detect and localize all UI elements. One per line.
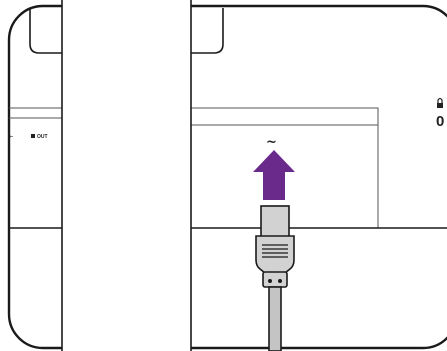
upward-arrow-icon	[253, 150, 295, 200]
io-panel-right	[191, 107, 379, 228]
lock-slot-symbol: 0	[436, 113, 444, 130]
right-mount-recess	[191, 8, 224, 54]
left-mount-recess	[29, 8, 62, 54]
plug-collar	[260, 205, 290, 238]
plug-body	[255, 235, 295, 274]
plug-strain-relief	[262, 271, 288, 288]
power-cable	[268, 286, 282, 351]
ac-symbol: ~	[266, 135, 277, 150]
usb-symbol: ⇠	[9, 134, 14, 140]
lock-icon	[437, 97, 443, 108]
power-plug	[255, 205, 295, 288]
audio-out-label: OUT	[37, 134, 48, 140]
headphone-icon	[31, 134, 35, 138]
monitor-stand-column	[62, 0, 191, 351]
